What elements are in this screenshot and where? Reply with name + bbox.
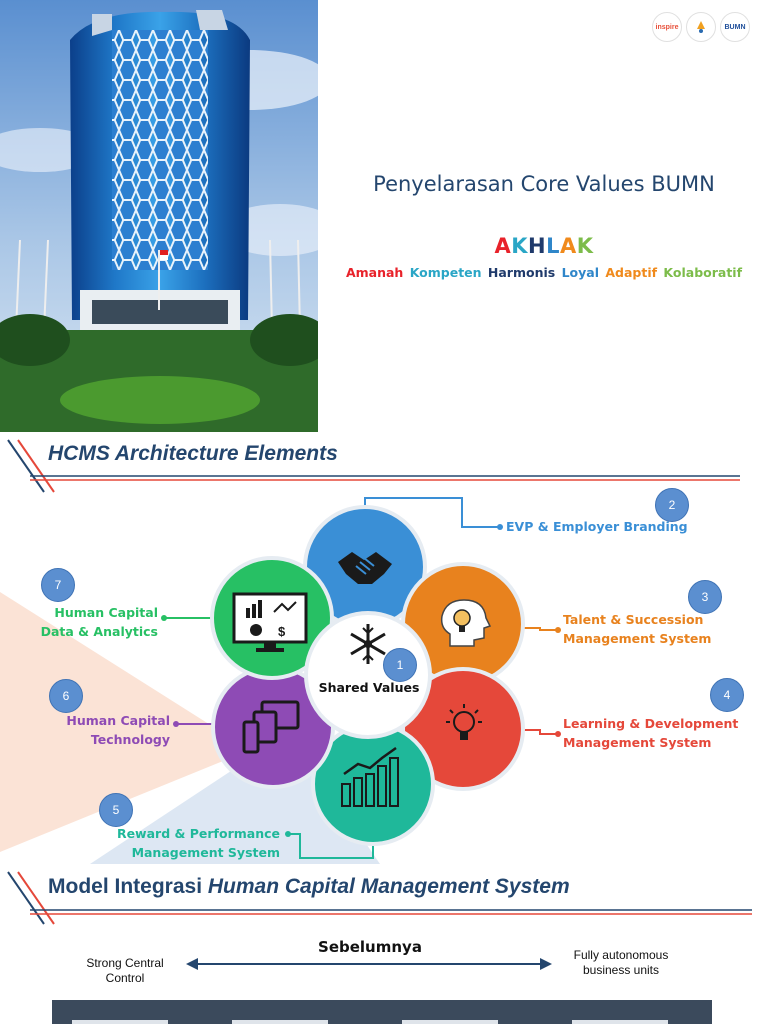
inspire-logo-icon: inspire bbox=[652, 12, 682, 42]
partner-logos: inspire BUMN bbox=[652, 12, 750, 42]
building-photo bbox=[0, 0, 318, 432]
slide-hcms-architecture: $ HCMS Architecture Elements Shared Valu… bbox=[0, 432, 768, 864]
number-badge-4: 4 bbox=[710, 678, 744, 712]
label-line: Strong Central bbox=[86, 956, 164, 970]
akhlak-letter-5: K bbox=[576, 234, 594, 258]
devices-icon bbox=[242, 700, 300, 754]
slide-core-values: inspire BUMN Penyelarasan Core Values BU… bbox=[0, 0, 768, 432]
akhlak-word-amanah: Amanah bbox=[345, 265, 404, 280]
slide-integration-model: Model Integrasi Human Capital Management… bbox=[0, 864, 768, 1024]
akhlak-word-kolaboratif: Kolaboratif bbox=[663, 265, 743, 280]
axis-left-label: Strong Central Control bbox=[70, 956, 180, 986]
snowflake-icon bbox=[350, 624, 386, 664]
akhlak-letter-0: A bbox=[494, 234, 512, 258]
axis-right-label: Fully autonomous business units bbox=[556, 948, 686, 978]
panel-cell bbox=[232, 1020, 328, 1024]
akhlak-word-kompeten: Kompeten bbox=[409, 265, 482, 280]
label-line: Management System bbox=[563, 631, 712, 646]
akhlak-letter-1: K bbox=[511, 234, 529, 258]
panel-cell bbox=[402, 1020, 498, 1024]
label-line: business units bbox=[582, 963, 660, 977]
label-line: Learning & Development bbox=[563, 716, 739, 731]
akhlak-letter-3: L bbox=[546, 234, 560, 258]
number-badge-2: 2 bbox=[655, 488, 689, 522]
akhlak-word-adaptif: Adaptif bbox=[605, 265, 658, 280]
growth-chart-icon bbox=[341, 746, 399, 807]
number-badge-6: 6 bbox=[49, 679, 83, 713]
akhlak-letter-2: H bbox=[528, 234, 547, 258]
label-hc-data-analytics: Human Capital Data & Analytics bbox=[20, 603, 158, 641]
slide-background: $ bbox=[0, 439, 740, 864]
slide-title: Model Integrasi Human Capital Management… bbox=[48, 875, 570, 899]
label-line: Data & Analytics bbox=[40, 624, 158, 639]
number-badge-5: 5 bbox=[99, 793, 133, 827]
head-bulb-icon bbox=[440, 599, 492, 647]
slide-title: Penyelarasan Core Values BUMN bbox=[373, 172, 715, 196]
slide-title: HCMS Architecture Elements bbox=[48, 442, 338, 465]
svg-text:$: $ bbox=[278, 624, 286, 639]
analytics-monitor-icon: $ bbox=[232, 592, 308, 652]
company-logo-icon bbox=[686, 12, 716, 42]
label-evp-employer-branding: EVP & Employer Branding bbox=[506, 519, 688, 534]
double-arrow-icon bbox=[186, 958, 552, 970]
label-line: Technology bbox=[90, 732, 170, 747]
label-reward-performance: Reward & Performance Management System bbox=[110, 824, 280, 862]
label-line: Management System bbox=[563, 735, 712, 750]
lightbulb-icon bbox=[446, 704, 482, 740]
number-badge-3: 3 bbox=[688, 580, 722, 614]
title-plain: Model Integrasi bbox=[48, 875, 208, 898]
axis-center-label: Sebelumnya bbox=[318, 938, 422, 956]
akhlak-word-harmonis: Harmonis bbox=[487, 265, 556, 280]
petal-learning bbox=[401, 667, 525, 791]
label-line: Management System bbox=[131, 845, 280, 860]
akhlak-values: Amanah Kompeten Harmonis Loyal Adaptif K… bbox=[330, 265, 758, 280]
shared-values-label: Shared Values bbox=[318, 680, 420, 695]
panel-cell bbox=[572, 1020, 668, 1024]
slide-background bbox=[7, 871, 752, 970]
title-italic: Human Capital Management System bbox=[207, 875, 570, 898]
panel-cell bbox=[72, 1020, 168, 1024]
label-line: Human Capital bbox=[66, 713, 170, 728]
label-talent-succession: Talent & Succession Management System bbox=[563, 610, 711, 648]
bumn-logo-icon: BUMN bbox=[720, 12, 750, 42]
label-line: Control bbox=[105, 971, 145, 985]
label-hc-technology: Human Capital Technology bbox=[40, 711, 170, 749]
label-line: Fully autonomous bbox=[573, 948, 669, 962]
bottom-panel bbox=[52, 1000, 712, 1024]
akhlak-word-loyal: Loyal bbox=[561, 265, 599, 280]
handshake-icon bbox=[338, 552, 392, 584]
akhlak-letter-4: A bbox=[559, 234, 577, 258]
center-shared-values bbox=[304, 611, 432, 739]
akhlak-acronym: AKHLAK bbox=[330, 234, 758, 258]
number-badge-7: 7 bbox=[41, 568, 75, 602]
label-learning-development: Learning & Development Management System bbox=[563, 714, 738, 752]
label-line: Talent & Succession bbox=[563, 612, 704, 627]
label-line: Reward & Performance bbox=[116, 826, 280, 841]
label-line: Human Capital bbox=[54, 605, 158, 620]
number-badge-1: 1 bbox=[383, 648, 417, 682]
